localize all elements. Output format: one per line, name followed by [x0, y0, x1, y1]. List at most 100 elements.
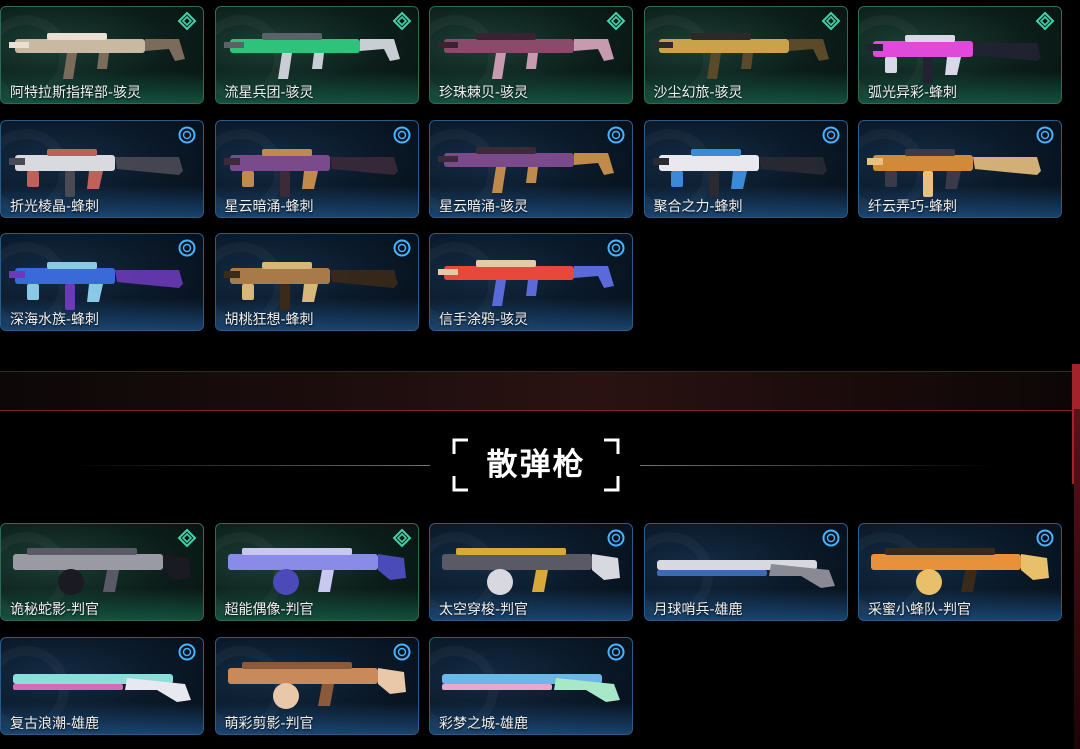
card-glow: [859, 71, 1061, 103]
skin-card[interactable]: 流星兵团-骇灵: [214, 6, 419, 104]
judge-weapon-icon: [222, 534, 412, 604]
circle-rarity-icon: [606, 125, 626, 145]
spectre-weapon-icon: [651, 17, 841, 87]
circle-rarity-icon: [392, 125, 412, 145]
skin-name: 采蜜小蜂队-判官: [868, 602, 972, 618]
circle-rarity-icon: [177, 125, 197, 145]
skin-name: 沙尘幻旅-骇灵: [653, 85, 743, 101]
diamond-rarity-icon: [821, 11, 841, 31]
circle-rarity-icon: [177, 238, 197, 258]
skin-name: 彩梦之城-雄鹿: [439, 715, 529, 732]
circle-rarity-icon: [1035, 125, 1055, 145]
spectre-weapon-icon: [7, 17, 197, 87]
circle-rarity-icon: [177, 642, 197, 662]
skin-name: 诡秘蛇影-判官: [10, 602, 100, 618]
skin-name: 折光棱晶-蜂刺: [10, 198, 100, 215]
shotgun-section-header: 散弹枪: [0, 430, 1080, 500]
skin-name: 超能偶像-判官: [224, 602, 314, 618]
skin-card[interactable]: 太空穿梭-判官: [429, 523, 633, 621]
card-glow: [215, 298, 418, 330]
diamond-rarity-icon: [177, 11, 197, 31]
spectre-weapon-icon: [222, 17, 412, 87]
skin-name: 聚合之力-蜂刺: [653, 198, 743, 215]
skin-name: 胡桃狂想-蜂刺: [224, 312, 314, 328]
circle-rarity-icon: [1035, 528, 1055, 548]
card-glow: [644, 588, 847, 620]
skin-name: 流星兵团-骇灵: [224, 85, 314, 101]
judge-weapon-icon: [865, 534, 1055, 604]
skin-card[interactable]: 月球哨兵-雄鹿: [643, 523, 848, 621]
skin-card[interactable]: 沙尘幻旅-骇灵: [643, 6, 848, 104]
skin-card[interactable]: 采蜜小蜂队-判官: [858, 523, 1062, 621]
card-glow: [215, 588, 418, 620]
card-glow: [430, 701, 632, 734]
stinger-weapon-icon: [865, 17, 1055, 87]
section-title: 散弹枪: [486, 447, 586, 483]
skin-card[interactable]: 复古浪潮-雄鹿: [0, 636, 204, 735]
card-glow: [1, 71, 203, 103]
skin-card[interactable]: 超能偶像-判官: [214, 523, 419, 621]
card-glow: [1, 588, 203, 620]
circle-rarity-icon: [606, 238, 626, 258]
skin-name: 深海水族-蜂刺: [10, 312, 100, 328]
circle-rarity-icon: [392, 642, 412, 662]
card-glow: [644, 71, 847, 103]
stinger-weapon-icon: [222, 131, 412, 201]
card-glow: [430, 184, 632, 217]
skin-card[interactable]: 信手涂鸦-骇灵: [429, 233, 633, 331]
skin-name: 复古浪潮-雄鹿: [10, 715, 100, 732]
skin-card[interactable]: 珍珠棘贝-骇灵: [429, 6, 633, 104]
circle-rarity-icon: [821, 125, 841, 145]
skin-name: 星云暗涌-蜂刺: [224, 198, 314, 215]
skin-card[interactable]: 聚合之力-蜂刺: [643, 119, 848, 218]
circle-rarity-icon: [821, 528, 841, 548]
card-glow: [215, 701, 418, 734]
judge-weapon-icon: [436, 534, 626, 604]
bucky-weapon-icon: [7, 648, 197, 718]
diamond-rarity-icon: [606, 11, 626, 31]
card-glow: [430, 298, 632, 330]
card-glow: [215, 184, 418, 217]
skin-card[interactable]: 星云暗涌-骇灵: [429, 119, 633, 218]
card-glow: [1, 184, 203, 217]
stinger-weapon-icon: [865, 131, 1055, 201]
diamond-rarity-icon: [1035, 11, 1055, 31]
skin-card[interactable]: 折光棱晶-蜂刺: [0, 119, 204, 218]
card-glow: [430, 588, 632, 620]
skin-name: 萌彩剪影-判官: [224, 715, 314, 732]
diamond-rarity-icon: [177, 528, 197, 548]
spectre-weapon-icon: [436, 244, 626, 314]
skin-card[interactable]: 弧光异彩-蜂刺: [858, 6, 1062, 104]
card-glow: [1, 298, 203, 330]
card-glow: [1, 701, 203, 734]
skin-name: 珍珠棘贝-骇灵: [439, 85, 529, 101]
skin-card[interactable]: 胡桃狂想-蜂刺: [214, 233, 419, 331]
circle-rarity-icon: [606, 642, 626, 662]
card-glow: [644, 184, 847, 217]
skin-name: 星云暗涌-骇灵: [439, 198, 529, 215]
skin-card[interactable]: 诡秘蛇影-判官: [0, 523, 204, 621]
skin-name: 信手涂鸦-骇灵: [439, 312, 529, 328]
skin-name: 弧光异彩-蜂刺: [868, 85, 958, 101]
spectre-weapon-icon: [436, 17, 626, 87]
skin-card[interactable]: 深海水族-蜂刺: [0, 233, 204, 331]
card-glow: [859, 184, 1061, 217]
skin-card[interactable]: 彩梦之城-雄鹿: [429, 636, 633, 735]
skin-card[interactable]: 萌彩剪影-判官: [214, 636, 419, 735]
stinger-weapon-icon: [7, 244, 197, 314]
skin-name: 月球哨兵-雄鹿: [653, 602, 743, 618]
skin-name: 阿特拉斯指挥部-骇灵: [10, 85, 142, 101]
skin-card[interactable]: 纤云弄巧-蜂刺: [858, 119, 1062, 218]
skin-name: 纤云弄巧-蜂刺: [868, 198, 958, 215]
diamond-rarity-icon: [392, 528, 412, 548]
stinger-weapon-icon: [7, 131, 197, 201]
card-glow: [430, 71, 632, 103]
skin-card[interactable]: 星云暗涌-蜂刺: [214, 119, 419, 218]
skin-card[interactable]: 阿特拉斯指挥部-骇灵: [0, 6, 204, 104]
right-edge-accent: [1074, 409, 1080, 749]
bucky-weapon-icon: [651, 534, 841, 604]
section-divider-band: [0, 364, 1080, 484]
circle-rarity-icon: [392, 238, 412, 258]
stinger-weapon-icon: [222, 244, 412, 314]
diamond-rarity-icon: [392, 11, 412, 31]
